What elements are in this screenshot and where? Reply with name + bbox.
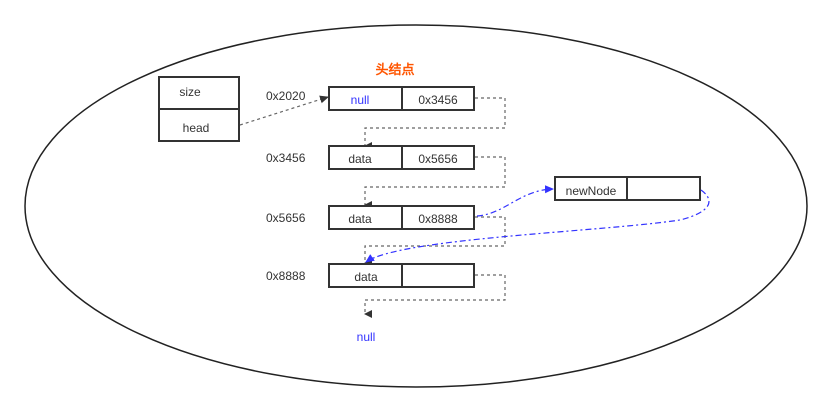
- node-data: null: [351, 93, 370, 107]
- node-0x2020: 0x2020 null 0x3456: [266, 86, 475, 111]
- memory-ellipse: [24, 24, 808, 388]
- next-link-arrow: [364, 216, 506, 267]
- node-address: 0x2020: [266, 89, 306, 103]
- head-field: head: [183, 121, 210, 135]
- node-address: 0x5656: [266, 211, 306, 225]
- node-data: data: [348, 212, 372, 226]
- next-link-arrow: [364, 274, 506, 318]
- size-field: size: [179, 85, 201, 99]
- next-link-arrow: [364, 156, 506, 209]
- insert-link-to-new-node: [476, 185, 554, 217]
- node-next: 0x5656: [418, 152, 458, 166]
- node-0x5656: 0x5656 data 0x8888: [266, 205, 475, 230]
- new-node: newNode: [554, 176, 701, 201]
- insert-link-from-new-node: [365, 189, 710, 263]
- node-next: 0x3456: [418, 93, 458, 107]
- next-link-arrow: [364, 97, 506, 150]
- new-node-data: newNode: [566, 184, 617, 198]
- node-0x8888: 0x8888 data: [266, 263, 475, 288]
- node-address: 0x3456: [266, 151, 306, 165]
- head-node-title: 头结点: [375, 62, 414, 78]
- terminal-null: null: [357, 330, 376, 344]
- node-address: 0x8888: [266, 269, 306, 283]
- node-data: data: [354, 270, 378, 284]
- list-object: size head: [158, 76, 240, 142]
- node-0x3456: 0x3456 data 0x5656: [266, 145, 475, 170]
- node-next: 0x8888: [418, 212, 458, 226]
- node-data: data: [348, 152, 372, 166]
